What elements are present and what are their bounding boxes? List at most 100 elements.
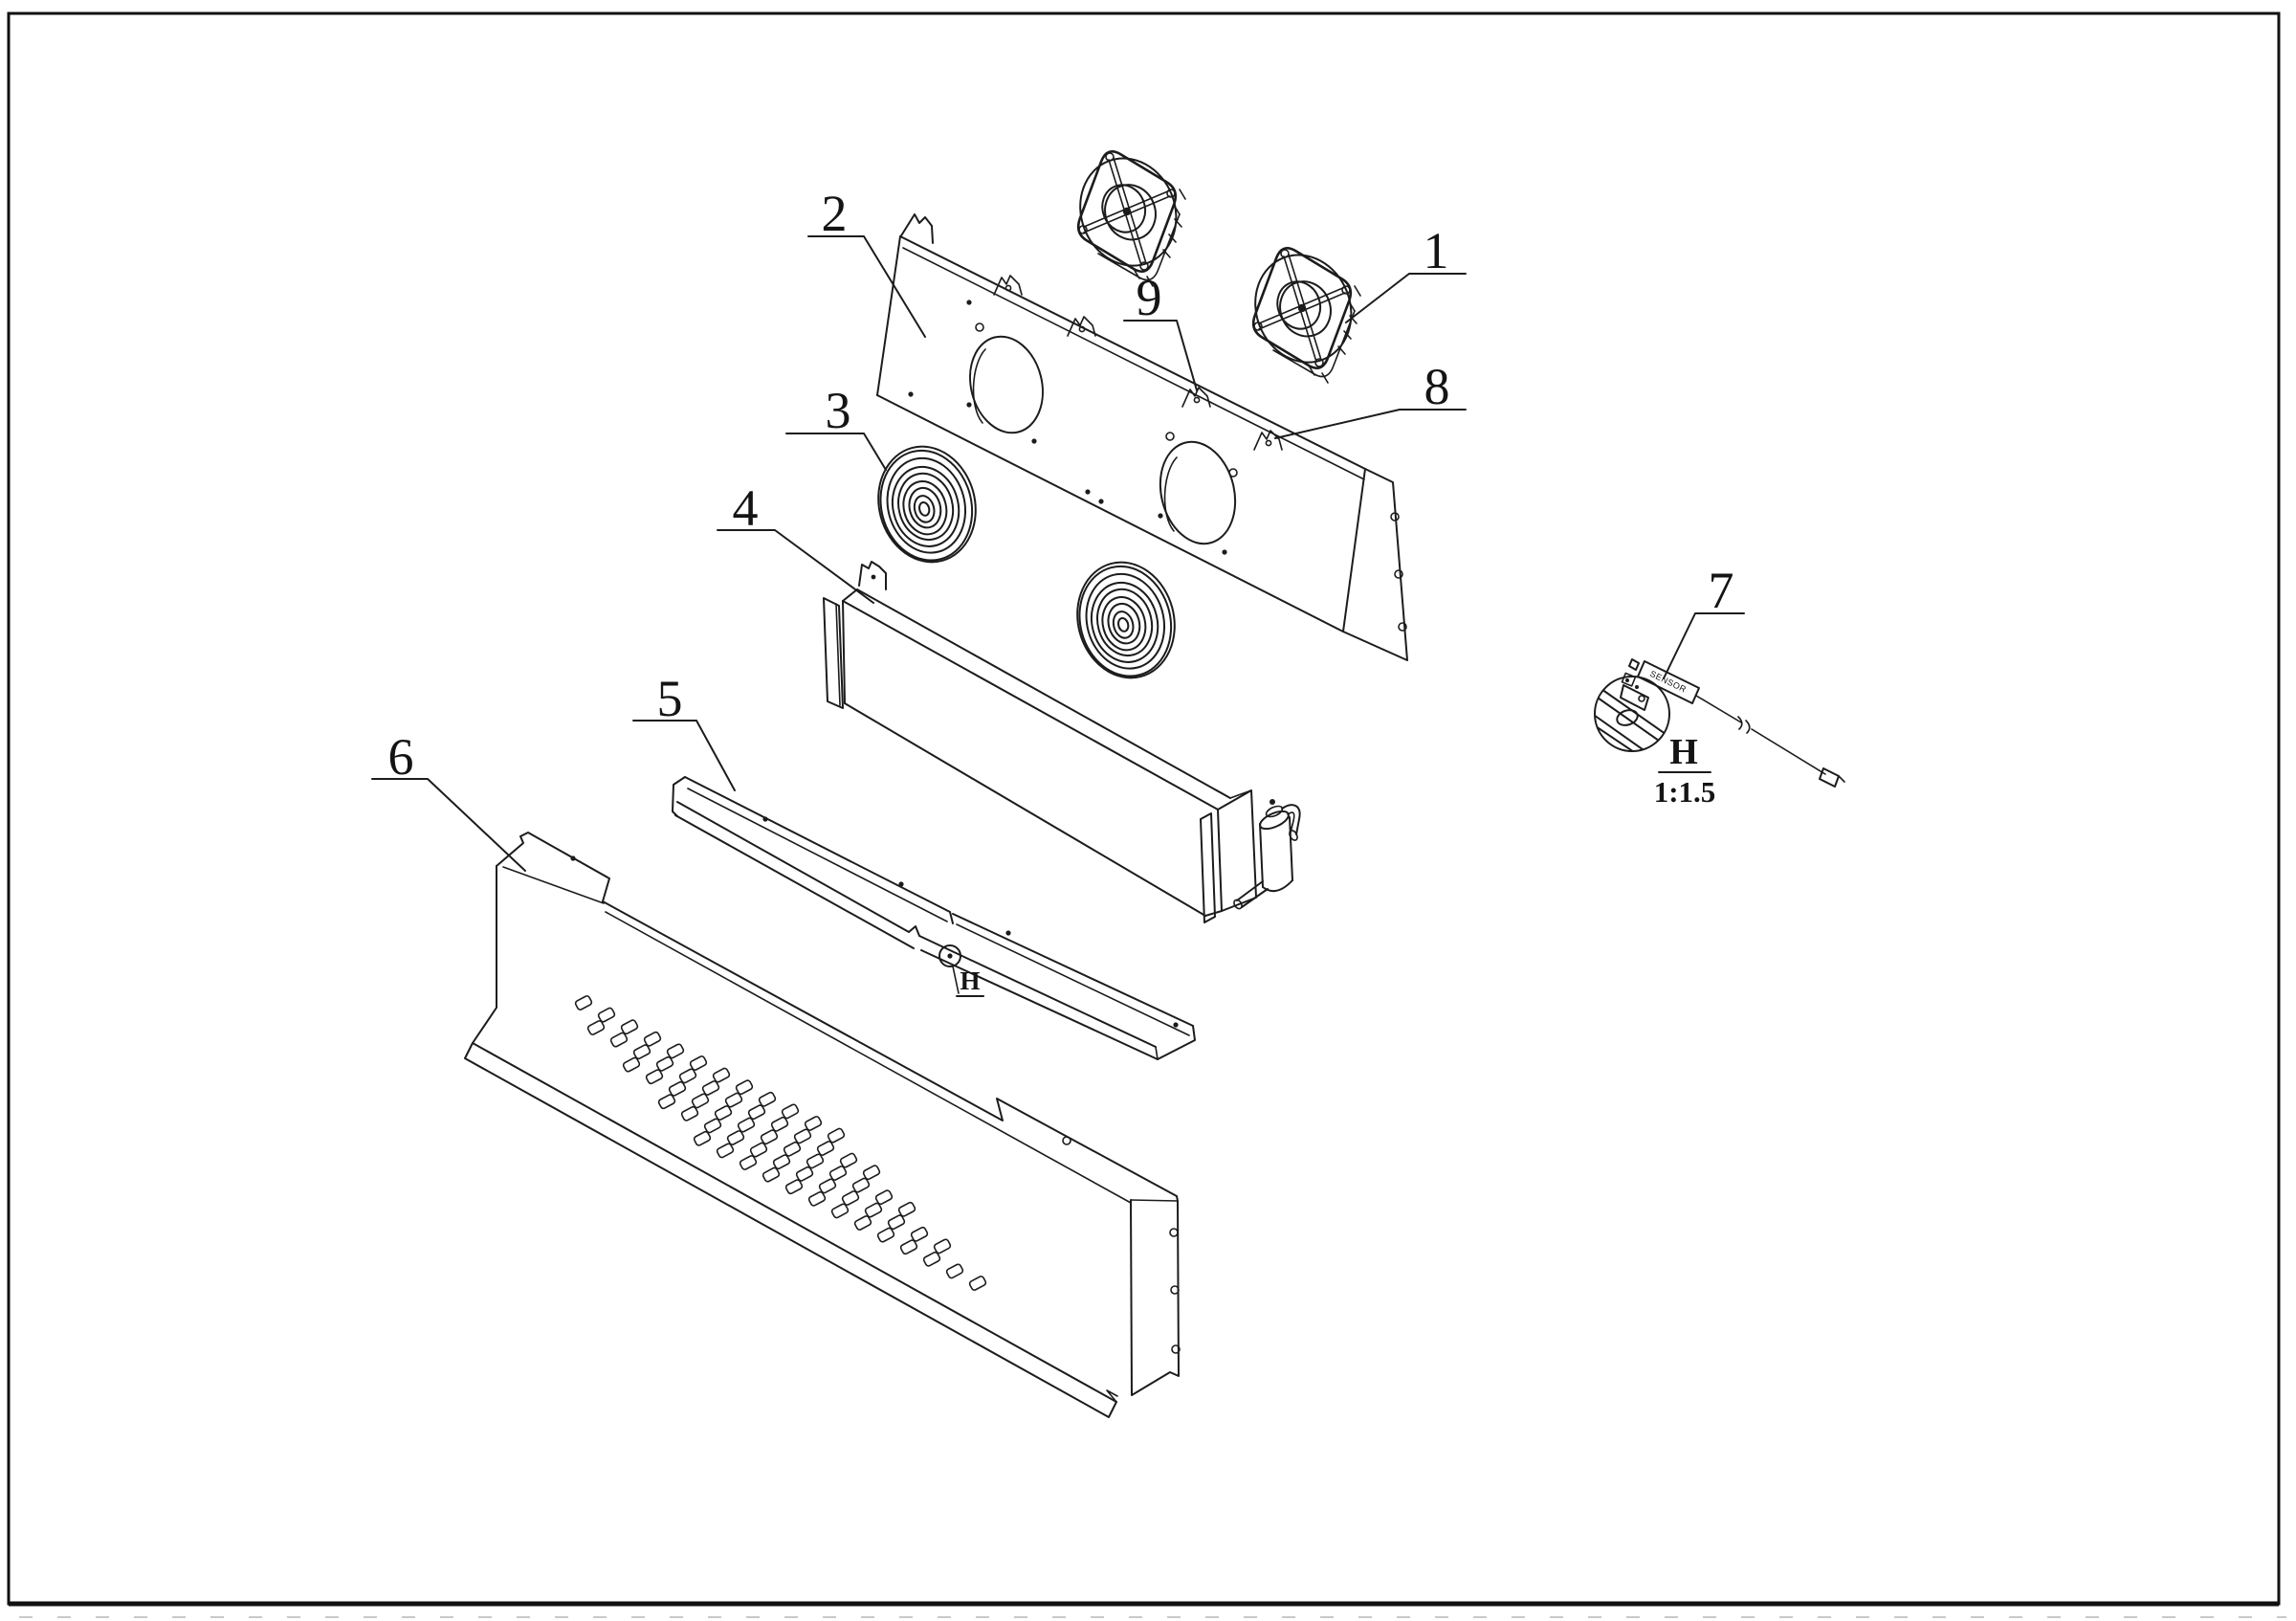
louver-slot [793,1128,812,1144]
svg-text:4: 4 [733,479,759,537]
clip-icon [993,275,1023,296]
svg-text:1: 1 [1424,222,1449,279]
louver-slot [772,1154,791,1170]
clip-icon [1253,430,1283,451]
louver-slot [876,1227,895,1243]
louver-slot [887,1214,906,1231]
end-plate-left [823,597,844,709]
temperature-sensor: SENSOR [1628,658,1845,788]
callouts: 1 2 3 4 5 6 7 8 [371,185,1745,872]
louver-slot [574,995,593,1010]
louver-slot [830,1203,850,1219]
louvered-panel [464,832,1181,1418]
louver-slot [701,1080,720,1096]
louver-slot [586,1020,606,1035]
louver-slot [841,1190,860,1206]
louver-slot [712,1067,731,1083]
spiral-fan-guard-right [1063,550,1189,690]
detail-title-letter: H [1669,732,1698,772]
detail-h-letter: H [960,966,980,995]
louver-slot [795,1166,814,1182]
detail-scale: 1:1.5 [1654,775,1716,809]
louver-slot [874,1189,894,1206]
louver-slot [910,1226,929,1242]
callout-2: 2 [807,185,926,338]
axial-fan-right [1238,239,1368,385]
louver-slot [689,1055,708,1071]
back-panel [876,213,1408,661]
spiral-fan-guard-left [864,434,990,574]
callout-3: 3 [785,382,887,471]
louver-slot [864,1202,883,1218]
louver-slot [897,1201,916,1217]
louver-slot [739,1155,758,1170]
louver-slot [827,1127,846,1144]
louver-slot [657,1094,676,1110]
louver-slot [716,1143,735,1159]
louver-slot [816,1141,835,1156]
louver-slot [632,1044,651,1060]
svg-text:2: 2 [822,185,848,242]
louver-slot [724,1092,743,1108]
detail-view-h: SENSOR H 1:1.5 [1594,658,1845,809]
louver-slot [922,1251,941,1267]
louver-slot [784,1179,804,1195]
louver-slot [643,1031,662,1047]
svg-text:9: 9 [1137,269,1162,326]
louver-slot [735,1079,754,1096]
heat-exchanger [823,561,1301,923]
louver-slot [678,1068,697,1084]
louver-slot [760,1129,779,1145]
receiver-drier [1233,799,1301,910]
louver-slot [781,1103,800,1120]
callout-8: 8 [1274,358,1467,439]
louver-slot [762,1166,781,1183]
louver-slot [839,1152,858,1168]
louver-slot [818,1178,837,1194]
sensor-connector [1819,767,1840,788]
louver-slot [933,1238,952,1255]
louver-slot [726,1130,745,1145]
louver-slot [804,1116,823,1131]
louver-slot [609,1032,629,1048]
mounting-rail: H [672,776,1196,1060]
louver-slot [737,1117,756,1133]
callout-9: 9 [1123,269,1198,391]
louver-slot [645,1069,664,1085]
sheet-border [7,11,2286,1618]
louver-slot [806,1153,825,1169]
detail-h-marker: H [938,944,984,997]
callout-5: 5 [632,670,736,791]
louver-slot [703,1118,722,1134]
louver-slot [899,1239,918,1255]
svg-text:3: 3 [826,382,851,439]
louver-slot [747,1104,766,1121]
fan-opening-left [969,335,1044,434]
callout-6: 6 [371,728,526,872]
svg-text:6: 6 [388,728,414,786]
svg-text:7: 7 [1709,562,1734,619]
end-plate-right [1217,789,1257,912]
panel-corner-tab [899,213,934,244]
louver-slot [783,1141,802,1157]
louver-slot [945,1263,964,1279]
svg-text:8: 8 [1424,358,1450,415]
louver-slot [666,1043,685,1059]
louver-slot [655,1055,674,1072]
fan-opening-right [1159,440,1237,545]
louver-slot [620,1019,639,1035]
callout-7: 7 [1663,562,1745,679]
louver-slot [828,1166,848,1181]
louver-slot [807,1190,827,1207]
louver-slot [693,1130,712,1146]
axial-fan-left [1063,143,1193,288]
louver-slot [668,1080,687,1097]
callout-4: 4 [717,479,874,604]
svg-text:5: 5 [657,670,683,727]
louver-slot [862,1165,881,1181]
louver-slot [770,1116,789,1132]
louver-slot [749,1142,768,1158]
louver-slot [691,1093,710,1109]
louver-slot [758,1091,777,1107]
